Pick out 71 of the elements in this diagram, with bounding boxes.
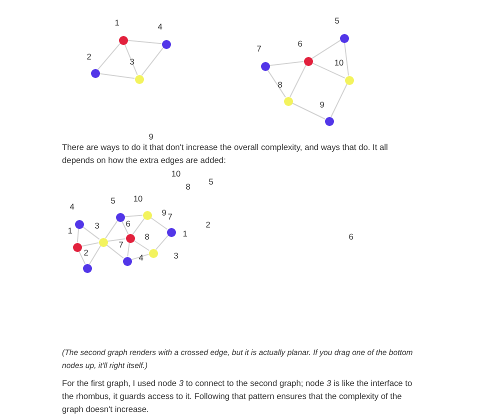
number-label: 6 (126, 220, 130, 228)
number-label: 3 (174, 252, 178, 260)
graph-edge (141, 47, 164, 76)
graph-edge (76, 228, 80, 243)
number-label: 3 (94, 222, 100, 230)
graph-node-dot (126, 234, 134, 242)
node-number: 6 (298, 40, 302, 48)
node-number: 5 (334, 16, 340, 26)
number-label: 10 (133, 194, 143, 204)
paragraph: There are ways to do it that don't increase the overall complexity, and ways that do. It all depends on how the extra edges are added: (62, 141, 389, 167)
graph-edge (127, 40, 162, 44)
number-label: 5 (110, 196, 116, 206)
graph-edge (130, 254, 150, 260)
graph-edge (344, 42, 349, 76)
number-label: 9 (148, 132, 154, 142)
number-label: 4 (138, 254, 144, 262)
number-label: 7 (168, 212, 172, 222)
graph-node-dot (148, 248, 158, 258)
node-number: 1 (114, 18, 120, 28)
graph-node-dot (98, 238, 108, 246)
number-label: 2 (84, 248, 88, 258)
graph-edge (312, 62, 346, 79)
number-label: 10 (171, 170, 181, 178)
node-number: 9 (320, 100, 324, 110)
graph-node-dot (82, 264, 92, 272)
graph-edge (82, 226, 100, 240)
graph-edge (330, 84, 348, 118)
graph-node-dot (166, 228, 176, 236)
graph-edge (150, 217, 168, 230)
graph-edge (269, 61, 304, 66)
node-number: 7 (256, 44, 262, 54)
graph-edge (107, 238, 126, 242)
number-label: 5 (208, 178, 214, 186)
graph-node-dot (72, 242, 82, 252)
number-label: 1 (182, 230, 188, 238)
graph-edge (124, 214, 143, 218)
number-label: 2 (206, 220, 210, 230)
graph-edge (121, 220, 129, 234)
graph-edge (97, 42, 121, 70)
number-label: 6 (348, 232, 354, 242)
paragraph: For the first graph, I used node 3 to connect to the second graph; node 3 is like the interface to the rhombus, it guards access to it. Following that pattern ensures that the complexity of the graph doesn't increase. (62, 377, 414, 416)
graph-edge (105, 220, 118, 239)
number-label: 1 (68, 226, 72, 236)
graph-edge (292, 102, 326, 120)
graph-node-dot (74, 220, 84, 228)
graph-edge (124, 44, 138, 76)
graph-edge (267, 69, 286, 98)
node-number: 3 (130, 58, 134, 66)
graph-edge (99, 73, 135, 79)
graph-node-dot (122, 256, 132, 266)
graph-edge (88, 245, 102, 265)
graph-edge (290, 64, 306, 98)
graph-edge (127, 242, 130, 257)
number-label: 8 (144, 232, 150, 242)
node-number: 4 (158, 22, 162, 32)
graph-edge (78, 250, 86, 264)
number-label: 7 (118, 240, 124, 250)
node-number: 2 (86, 52, 92, 62)
node-number: 10 (334, 58, 344, 68)
number-label: 9 (162, 208, 166, 218)
graph-edge (80, 242, 100, 247)
graph-node-dot (142, 210, 152, 220)
number-label: 4 (70, 202, 74, 212)
graph-edge (132, 218, 145, 235)
graph-edge (311, 40, 341, 60)
node-number: 8 (278, 80, 282, 90)
graph-edge (106, 244, 124, 259)
graph-edge (133, 240, 150, 251)
graph-edge (155, 234, 169, 250)
number-label: 8 (186, 182, 190, 192)
graph-node-dot (116, 212, 124, 222)
